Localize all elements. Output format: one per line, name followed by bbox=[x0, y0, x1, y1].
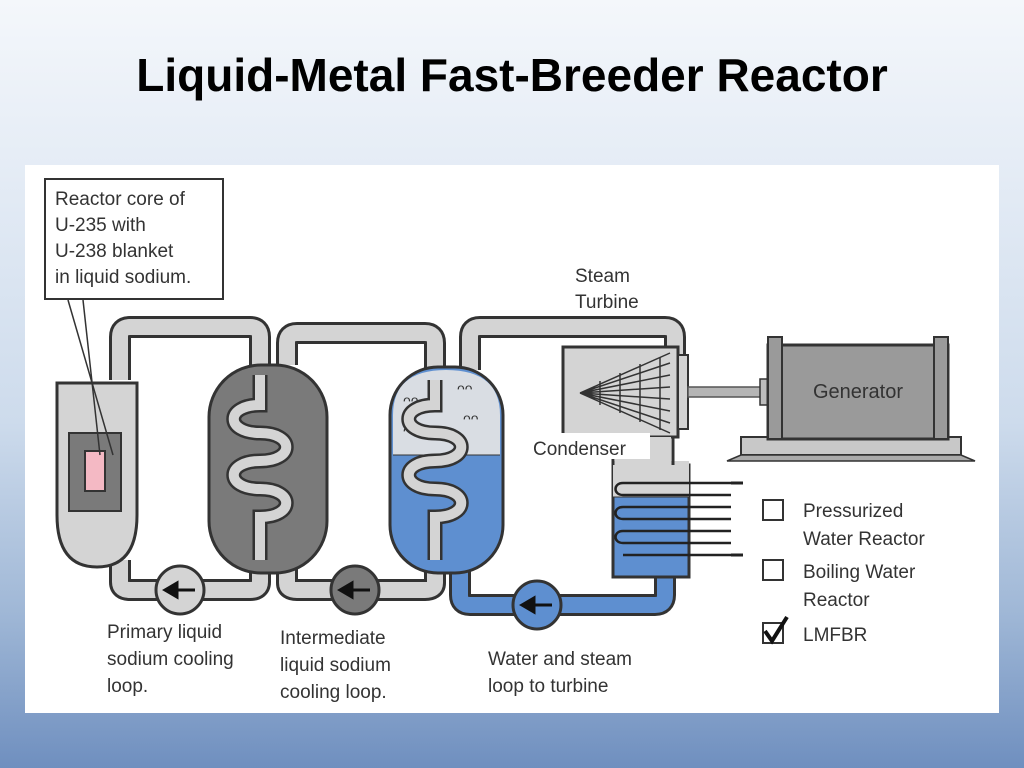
legend-item-bwr[interactable]: Boiling Water Reactor bbox=[762, 559, 916, 611]
intermediate-loop-label-line3: cooling loop. bbox=[280, 682, 387, 703]
condenser-label-bg bbox=[530, 433, 650, 459]
legend-pwr-line1: Pressurized bbox=[803, 501, 903, 522]
pwr-checkbox[interactable] bbox=[762, 499, 784, 521]
legend-bwr-line1: Boiling Water bbox=[803, 562, 916, 583]
reactor-type-legend: Pressurized Water Reactor Boiling Water … bbox=[762, 499, 925, 646]
primary-pump bbox=[154, 564, 206, 616]
legend-item-lmfbr[interactable]: LMFBR bbox=[762, 615, 867, 646]
steam-bubbles-4: ᴖᴖ bbox=[463, 410, 479, 426]
reactor-vessel bbox=[55, 381, 139, 569]
steam-turbine-label-line2: Turbine bbox=[575, 292, 639, 313]
generator-label: Generator bbox=[813, 381, 903, 403]
intermediate-loop-label-line2: liquid sodium bbox=[280, 655, 391, 676]
steam-generator: ᴖᴖ ᴖᴖ ᴖᴖ ᴖᴖ bbox=[388, 365, 505, 575]
checkmark-icon bbox=[763, 615, 789, 645]
slide-title: Liquid-Metal Fast-Breeder Reactor bbox=[136, 49, 888, 101]
reactor-diagram: ᴖᴖ ᴖᴖ ᴖᴖ ᴖᴖ Generator bbox=[44, 178, 976, 703]
water-pump bbox=[511, 579, 563, 631]
u235-core bbox=[84, 450, 106, 492]
steam-bubbles-2: ᴖᴖ bbox=[457, 380, 473, 396]
core-label-line3: U-238 blanket bbox=[55, 241, 174, 262]
core-label-line2: U-235 with bbox=[55, 215, 146, 236]
generator: Generator bbox=[726, 336, 976, 462]
steam-turbine bbox=[561, 345, 689, 439]
steam-turbine-label-line1: Steam bbox=[575, 266, 630, 287]
condenser-label: Condenser bbox=[533, 439, 627, 460]
water-loop-label-line1: Water and steam bbox=[488, 649, 632, 670]
legend-lmfbr-line1: LMFBR bbox=[803, 625, 867, 646]
core-label-line4: in liquid sodium. bbox=[55, 267, 191, 288]
bwr-checkbox[interactable] bbox=[762, 559, 784, 581]
legend-bwr-line2: Reactor bbox=[803, 590, 870, 611]
primary-loop-label-line3: loop. bbox=[107, 676, 148, 697]
legend-pwr-line2: Water Reactor bbox=[803, 529, 925, 550]
steam-line bbox=[459, 316, 686, 370]
intermediate-pump bbox=[329, 564, 381, 616]
intermediate-loop-label-line1: Intermediate bbox=[280, 628, 386, 649]
reactor-core-callout: Reactor core of U-235 with U-238 blanket… bbox=[44, 178, 224, 456]
diagram-panel: ᴖᴖ ᴖᴖ ᴖᴖ ᴖᴖ Generator bbox=[25, 165, 999, 713]
turbine-shaft bbox=[687, 386, 769, 398]
primary-loop-label-line2: sodium cooling bbox=[107, 649, 234, 670]
water-loop-label-line2: loop to turbine bbox=[488, 676, 608, 697]
legend-item-pwr[interactable]: Pressurized Water Reactor bbox=[762, 499, 925, 550]
primary-loop-label-line1: Primary liquid bbox=[107, 622, 222, 643]
core-label-line1: Reactor core of bbox=[55, 189, 186, 210]
intermediate-heat-exchanger bbox=[207, 363, 329, 575]
